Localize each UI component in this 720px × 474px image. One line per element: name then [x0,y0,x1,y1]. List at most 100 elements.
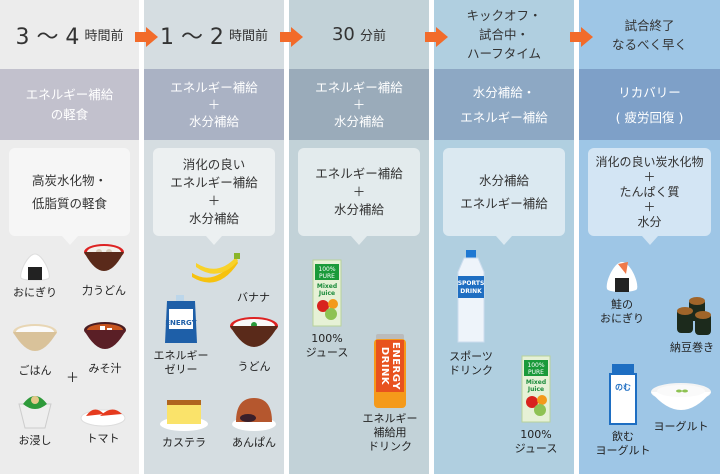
band-line: エネルギー補給 [460,109,548,125]
food-item-yogurt: ヨーグルト [643,380,719,434]
rice-bowl-icon [13,324,57,351]
bubble-line: 消化の良い [182,157,246,172]
drinking-yogurt-icon: のむ [609,364,637,425]
time-line: キックオフ・ [466,8,542,23]
column-purpose-band: リカバリー( 疲労回復 ) [579,69,720,140]
food-item-tomato: トマト [78,402,128,446]
food-label: スポーツ [449,350,493,363]
salmon-onigiri-icon [606,262,638,292]
miso-soup-icon [84,322,126,349]
food-label: ヨーグルト [595,444,651,457]
column-purpose-band: エネルギー補給＋水分補給 [144,69,284,140]
food-label: うどん [237,360,271,373]
banana-icon [192,253,240,283]
chikara-udon-icon [84,244,124,271]
recommendation-bubble: 水分補給エネルギー補給 [443,148,565,245]
band-line: リカバリー [618,84,681,100]
food-label: バナナ [237,291,270,304]
food-label: ゼリー [164,363,198,376]
castella-icon [160,400,208,431]
column-time-header: 30 分前 [289,0,429,69]
food-label: ジュース [514,442,558,455]
food-label: 飲む [612,430,634,443]
recommendation-bubble: 消化の良い炭水化物＋たんぱく質＋水分 [588,148,711,245]
bubble-line: 水分補給 [333,202,384,217]
food-item-castella: カステラ [154,396,214,450]
food-label: ジュース [305,346,349,359]
time-value: 3 〜 4 [15,24,80,50]
food-label: ヨーグルト [653,420,709,433]
timeline-column-1-2h-before: 1 〜 2 時間前 エネルギー補給＋水分補給 消化の良いエネルギー補給＋水分補給… [144,0,284,474]
food-label: お浸し [18,434,52,447]
bubble-line: エネルギー補給 [170,175,258,190]
can-lid [376,334,404,340]
food-label: おにぎり [13,286,57,299]
time-unit: 時間前 [84,29,124,44]
bubble-line: たんぱく質 [619,184,680,199]
column-time-header: キックオフ・試合中・ハーフタイム [434,0,574,69]
food-item-ohitashi: お浸し [10,392,60,448]
food-label: 力うどん [82,284,126,297]
bubble-line: 高炭水化物・ [31,173,107,188]
food-label: 100% [311,332,343,345]
tomato-icon [80,409,126,427]
food-item-anpan: あんぱん [226,396,282,450]
jelly-brand-text: ENERGY [165,319,197,327]
can-label: ENERGY DRINK [376,340,404,392]
sports-text: SPORTS [458,280,485,287]
juice-text: Juice [318,290,335,297]
anpan-icon [232,398,276,431]
food-item-rice: ごはん [10,322,60,378]
plus-sign: ＋ [66,371,80,386]
bubble-line: 水分補給 [188,211,239,226]
bubble-line: 消化の良い炭水化物 [595,154,704,169]
time-line: なるべく早く [611,36,687,52]
food-label: ドリンク [449,364,493,377]
recommendation-bubble: エネルギー補給＋水分補給 [298,148,420,245]
food-label: おにぎり [600,312,644,325]
timeline-column-30min-before: 30 分前 エネルギー補給＋水分補給 エネルギー補給＋水分補給 100%PURE… [289,0,429,474]
food-item-chikara-udon: 力うどん [76,242,132,298]
band-line: の軽食 [50,106,89,122]
column-body: 消化の良い炭水化物＋たんぱく質＋水分 鮭の おにぎり 納豆巻き のむ 飲む ヨー… [579,140,720,474]
column-body: 消化の良いエネルギー補給＋水分補給 バナナ ENERGY エネルギー ゼリー う… [144,140,284,474]
food-item-natto-maki: 納豆巻き [665,297,719,355]
column-purpose-band: エネルギー補給の軽食 [0,69,139,140]
band-line: ＋ [352,96,366,112]
food-label: トマト [86,432,120,445]
energy-jelly-icon: ENERGY [165,295,198,343]
natto-maki-icon [677,297,711,335]
band-line: ＋ [207,96,221,112]
juice-text: PURE [528,369,544,376]
column-body: 高炭水化物・低脂質の軽食 おにぎり 力うどん ごはん ＋ みそ汁 お浸し トマト [0,140,139,474]
timeline-column-3-4h-before: 3 〜 4 時間前 エネルギー補給の軽食 高炭水化物・低脂質の軽食 おにぎり 力… [0,0,139,474]
time-line: 試合終了 [624,17,675,33]
column-time-header: 試合終了なるべく早く [579,0,720,69]
drink-item-drinking-yogurt: のむ 飲む ヨーグルト [593,364,653,458]
food-item-miso-soup: みそ汁 [80,320,130,376]
food-label: 100% [520,428,552,441]
food-item-onigiri: おにぎり [10,252,60,300]
food-label: あんぱん [232,436,276,449]
food-item-udon: うどん [226,316,282,374]
column-purpose-band: エネルギー補給＋水分補給 [289,69,429,140]
time-unit: 時間前 [229,29,269,44]
ohitashi-icon [18,396,52,429]
juice-text: 100% [318,266,335,273]
can-text: DRINK [379,346,390,386]
bubble-line: 低脂質の軽食 [31,196,107,211]
band-line: 水分補給 [188,113,239,129]
bubble-line: エネルギー補給 [315,166,403,181]
bubble-line: ＋ [643,169,656,184]
bubble-line: 水分 [637,214,662,229]
recommendation-bubble: 消化の良いエネルギー補給＋水分補給 [153,148,275,245]
juice-text: 100% [527,362,544,369]
food-label: ドリンク [368,440,412,453]
